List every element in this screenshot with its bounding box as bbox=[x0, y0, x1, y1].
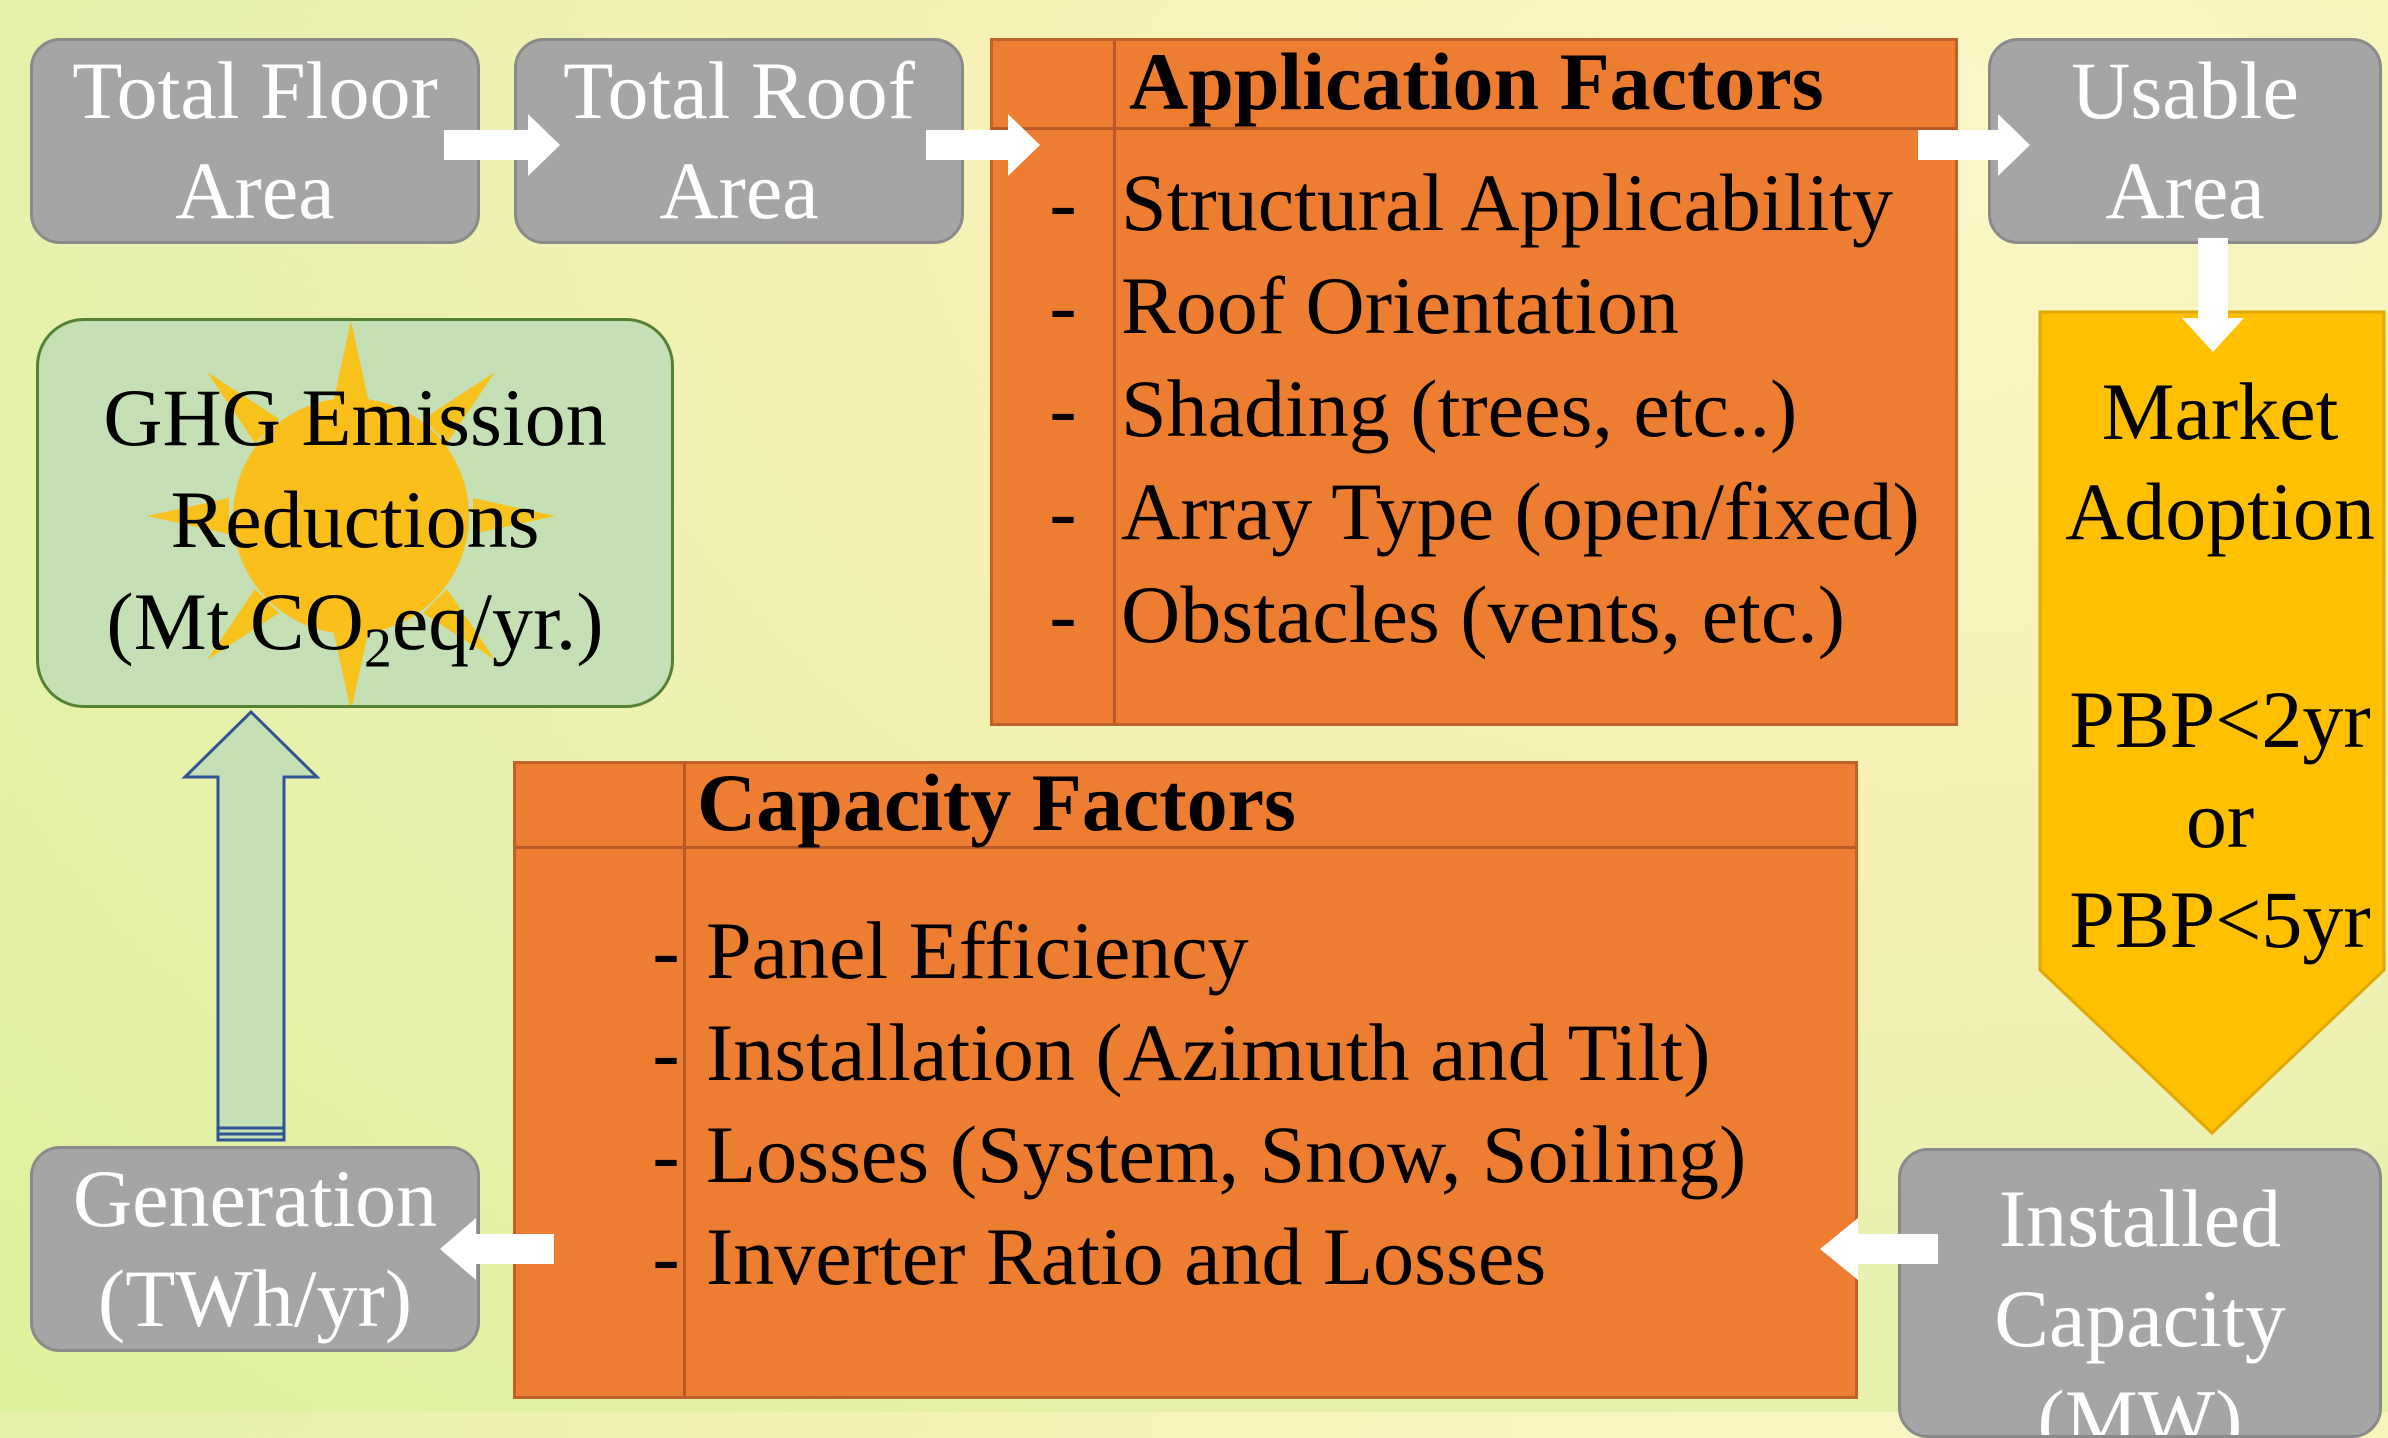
market-adoption-arrow-shape bbox=[2038, 310, 2386, 1136]
arrow-installed-to-capacity bbox=[1820, 1218, 1938, 1280]
arrow-floor-to-roof bbox=[444, 114, 560, 176]
ghg-unit-prefix: (Mt CO bbox=[106, 576, 364, 667]
arrow-generation-to-ghg bbox=[181, 709, 321, 1142]
capacity-factor-item: - Losses (System, Snow, Soiling) bbox=[516, 1104, 1855, 1206]
application-factors-header bbox=[993, 41, 1955, 130]
application-factor-item: - Shading (trees, etc..) bbox=[993, 357, 1955, 460]
list-dash: - bbox=[1049, 157, 1077, 248]
capacity-factor-item: - Inverter Ratio and Losses bbox=[516, 1206, 1855, 1308]
arrow-application-to-usable bbox=[1918, 114, 2030, 176]
ghg-unit-suffix: eq/yr.) bbox=[391, 576, 604, 667]
capacity-factor-label: Installation (Azimuth and Tilt) bbox=[706, 1007, 1711, 1098]
application-factors-list: - Structural Applicability - Roof Orient… bbox=[993, 151, 1955, 666]
total-roof-area-label: Total Roof Area bbox=[563, 45, 915, 236]
application-factor-label: Structural Applicability bbox=[1121, 157, 1894, 248]
market-adoption-criteria: PBP<2yr or PBP<5yr bbox=[2069, 674, 2371, 965]
capacity-factors-box: Capacity Factors - Panel Efficiency - In… bbox=[513, 761, 1858, 1399]
list-dash: - bbox=[652, 1211, 680, 1302]
usable-area-node: Usable Area bbox=[1988, 38, 2382, 244]
capacity-factors-title: Capacity Factors bbox=[697, 757, 1296, 848]
application-factor-label: Obstacles (vents, etc.) bbox=[1121, 569, 1846, 660]
application-factors-title: Application Factors bbox=[1129, 36, 1824, 127]
list-dash: - bbox=[652, 1109, 680, 1200]
generation-label: Generation (TWh/yr) bbox=[72, 1153, 438, 1344]
list-dash: - bbox=[1049, 569, 1077, 660]
ghg-line-2: Reductions bbox=[170, 474, 540, 565]
application-factor-item: - Structural Applicability bbox=[993, 151, 1955, 254]
capacity-factor-label: Panel Efficiency bbox=[706, 905, 1249, 996]
application-factor-item: - Array Type (open/fixed) bbox=[993, 460, 1955, 563]
application-factor-label: Shading (trees, etc..) bbox=[1121, 363, 1798, 454]
total-roof-area-node: Total Roof Area bbox=[514, 38, 964, 244]
application-factor-label: Array Type (open/fixed) bbox=[1121, 466, 1920, 557]
application-factor-item: - Obstacles (vents, etc.) bbox=[993, 563, 1955, 666]
total-floor-area-label: Total Floor Area bbox=[72, 45, 438, 236]
application-factor-label: Roof Orientation bbox=[1121, 260, 1679, 351]
capacity-factor-item: - Installation (Azimuth and Tilt) bbox=[516, 1002, 1855, 1104]
list-dash: - bbox=[652, 1007, 680, 1098]
capacity-factor-item: - Panel Efficiency bbox=[516, 900, 1855, 1002]
application-factors-divider bbox=[1113, 41, 1116, 723]
capacity-factors-divider bbox=[683, 764, 686, 1396]
market-adoption-title: Market Adoption bbox=[2065, 366, 2375, 557]
ghg-line-3: (Mt CO2eq/yr.) bbox=[39, 571, 671, 699]
generation-node: Generation (TWh/yr) bbox=[30, 1146, 480, 1352]
list-dash: - bbox=[1049, 260, 1077, 351]
list-dash: - bbox=[1049, 363, 1077, 454]
list-dash: - bbox=[1049, 466, 1077, 557]
capacity-factors-header bbox=[516, 764, 1855, 849]
capacity-factor-label: Losses (System, Snow, Soiling) bbox=[706, 1109, 1747, 1200]
capacity-factor-label: Inverter Ratio and Losses bbox=[706, 1211, 1547, 1302]
list-dash: - bbox=[652, 905, 680, 996]
ghg-line-1: GHG Emission bbox=[103, 372, 607, 463]
capacity-factors-list: - Panel Efficiency - Installation (Azimu… bbox=[516, 900, 1855, 1308]
total-floor-area-node: Total Floor Area bbox=[30, 38, 480, 244]
arrow-roof-to-application bbox=[926, 114, 1040, 176]
ghg-unit-subscript: 2 bbox=[363, 617, 392, 680]
usable-area-label: Usable Area bbox=[2071, 45, 2299, 236]
arrow-capacity-to-generation bbox=[440, 1218, 554, 1280]
ghg-emission-node: GHG Emission Reductions (Mt CO2eq/yr.) bbox=[36, 318, 674, 708]
application-factor-item: - Roof Orientation bbox=[993, 254, 1955, 357]
application-factors-box: Application Factors - Structural Applica… bbox=[990, 38, 1958, 726]
arrow-usable-to-market bbox=[2182, 238, 2244, 352]
sun-icon bbox=[147, 321, 555, 705]
